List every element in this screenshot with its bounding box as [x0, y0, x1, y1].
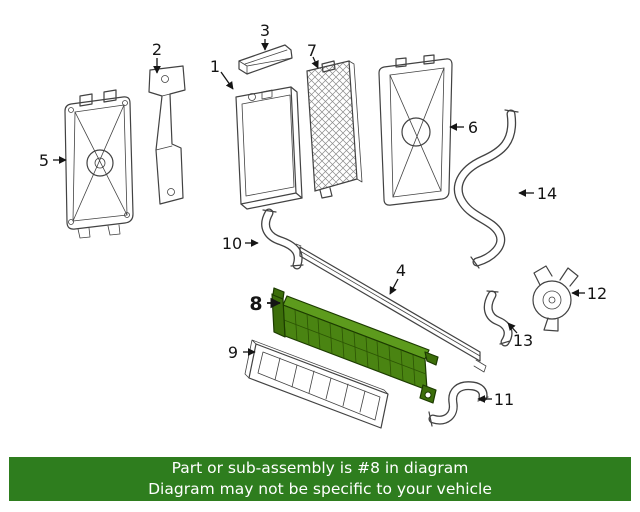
part-11-hose — [428, 381, 489, 427]
callout-1: 1 — [210, 57, 220, 76]
part-1-radiator — [235, 86, 303, 210]
callout-4: 4 — [396, 261, 406, 280]
banner-line-1: Part or sub-assembly is #8 in diagram — [171, 459, 469, 477]
part-10-hose — [261, 208, 304, 270]
banner-line-2: Diagram may not be specific to your vehi… — [148, 480, 492, 498]
callout-5: 5 — [39, 151, 49, 170]
callout-9: 9 — [228, 343, 238, 362]
callout-labels: 1 2 3 4 5 6 7 8 9 10 11 12 13 14 — [39, 21, 607, 409]
callout-11: 11 — [494, 390, 514, 409]
part-12-pump — [532, 265, 579, 332]
part-4-crossmember — [295, 243, 487, 373]
callout-10: 10 — [222, 234, 242, 253]
callout-12: 12 — [587, 284, 607, 303]
callout-2: 2 — [152, 40, 162, 59]
part-5-fan-shroud — [64, 89, 134, 239]
callout-3: 3 — [260, 21, 270, 40]
part-7-condenser — [306, 60, 363, 199]
callout-14: 14 — [537, 184, 557, 203]
callout-arrows — [53, 39, 585, 403]
callout-8-highlighted: 8 — [249, 293, 262, 315]
part-14-hose — [453, 109, 519, 269]
part-9-lower-baffle — [244, 339, 389, 429]
callout-6: 6 — [468, 118, 478, 137]
part-6-fan-shroud — [378, 54, 453, 206]
part-3-upper-bracket — [238, 44, 293, 75]
part-8-intercooler-highlighted — [271, 287, 439, 404]
notice-banner: Part or sub-assembly is #8 in diagram Di… — [9, 457, 631, 501]
part-13-hose — [483, 290, 513, 347]
callout-13: 13 — [513, 331, 533, 350]
callout-7: 7 — [307, 41, 317, 60]
part-2-bracket — [148, 65, 186, 205]
